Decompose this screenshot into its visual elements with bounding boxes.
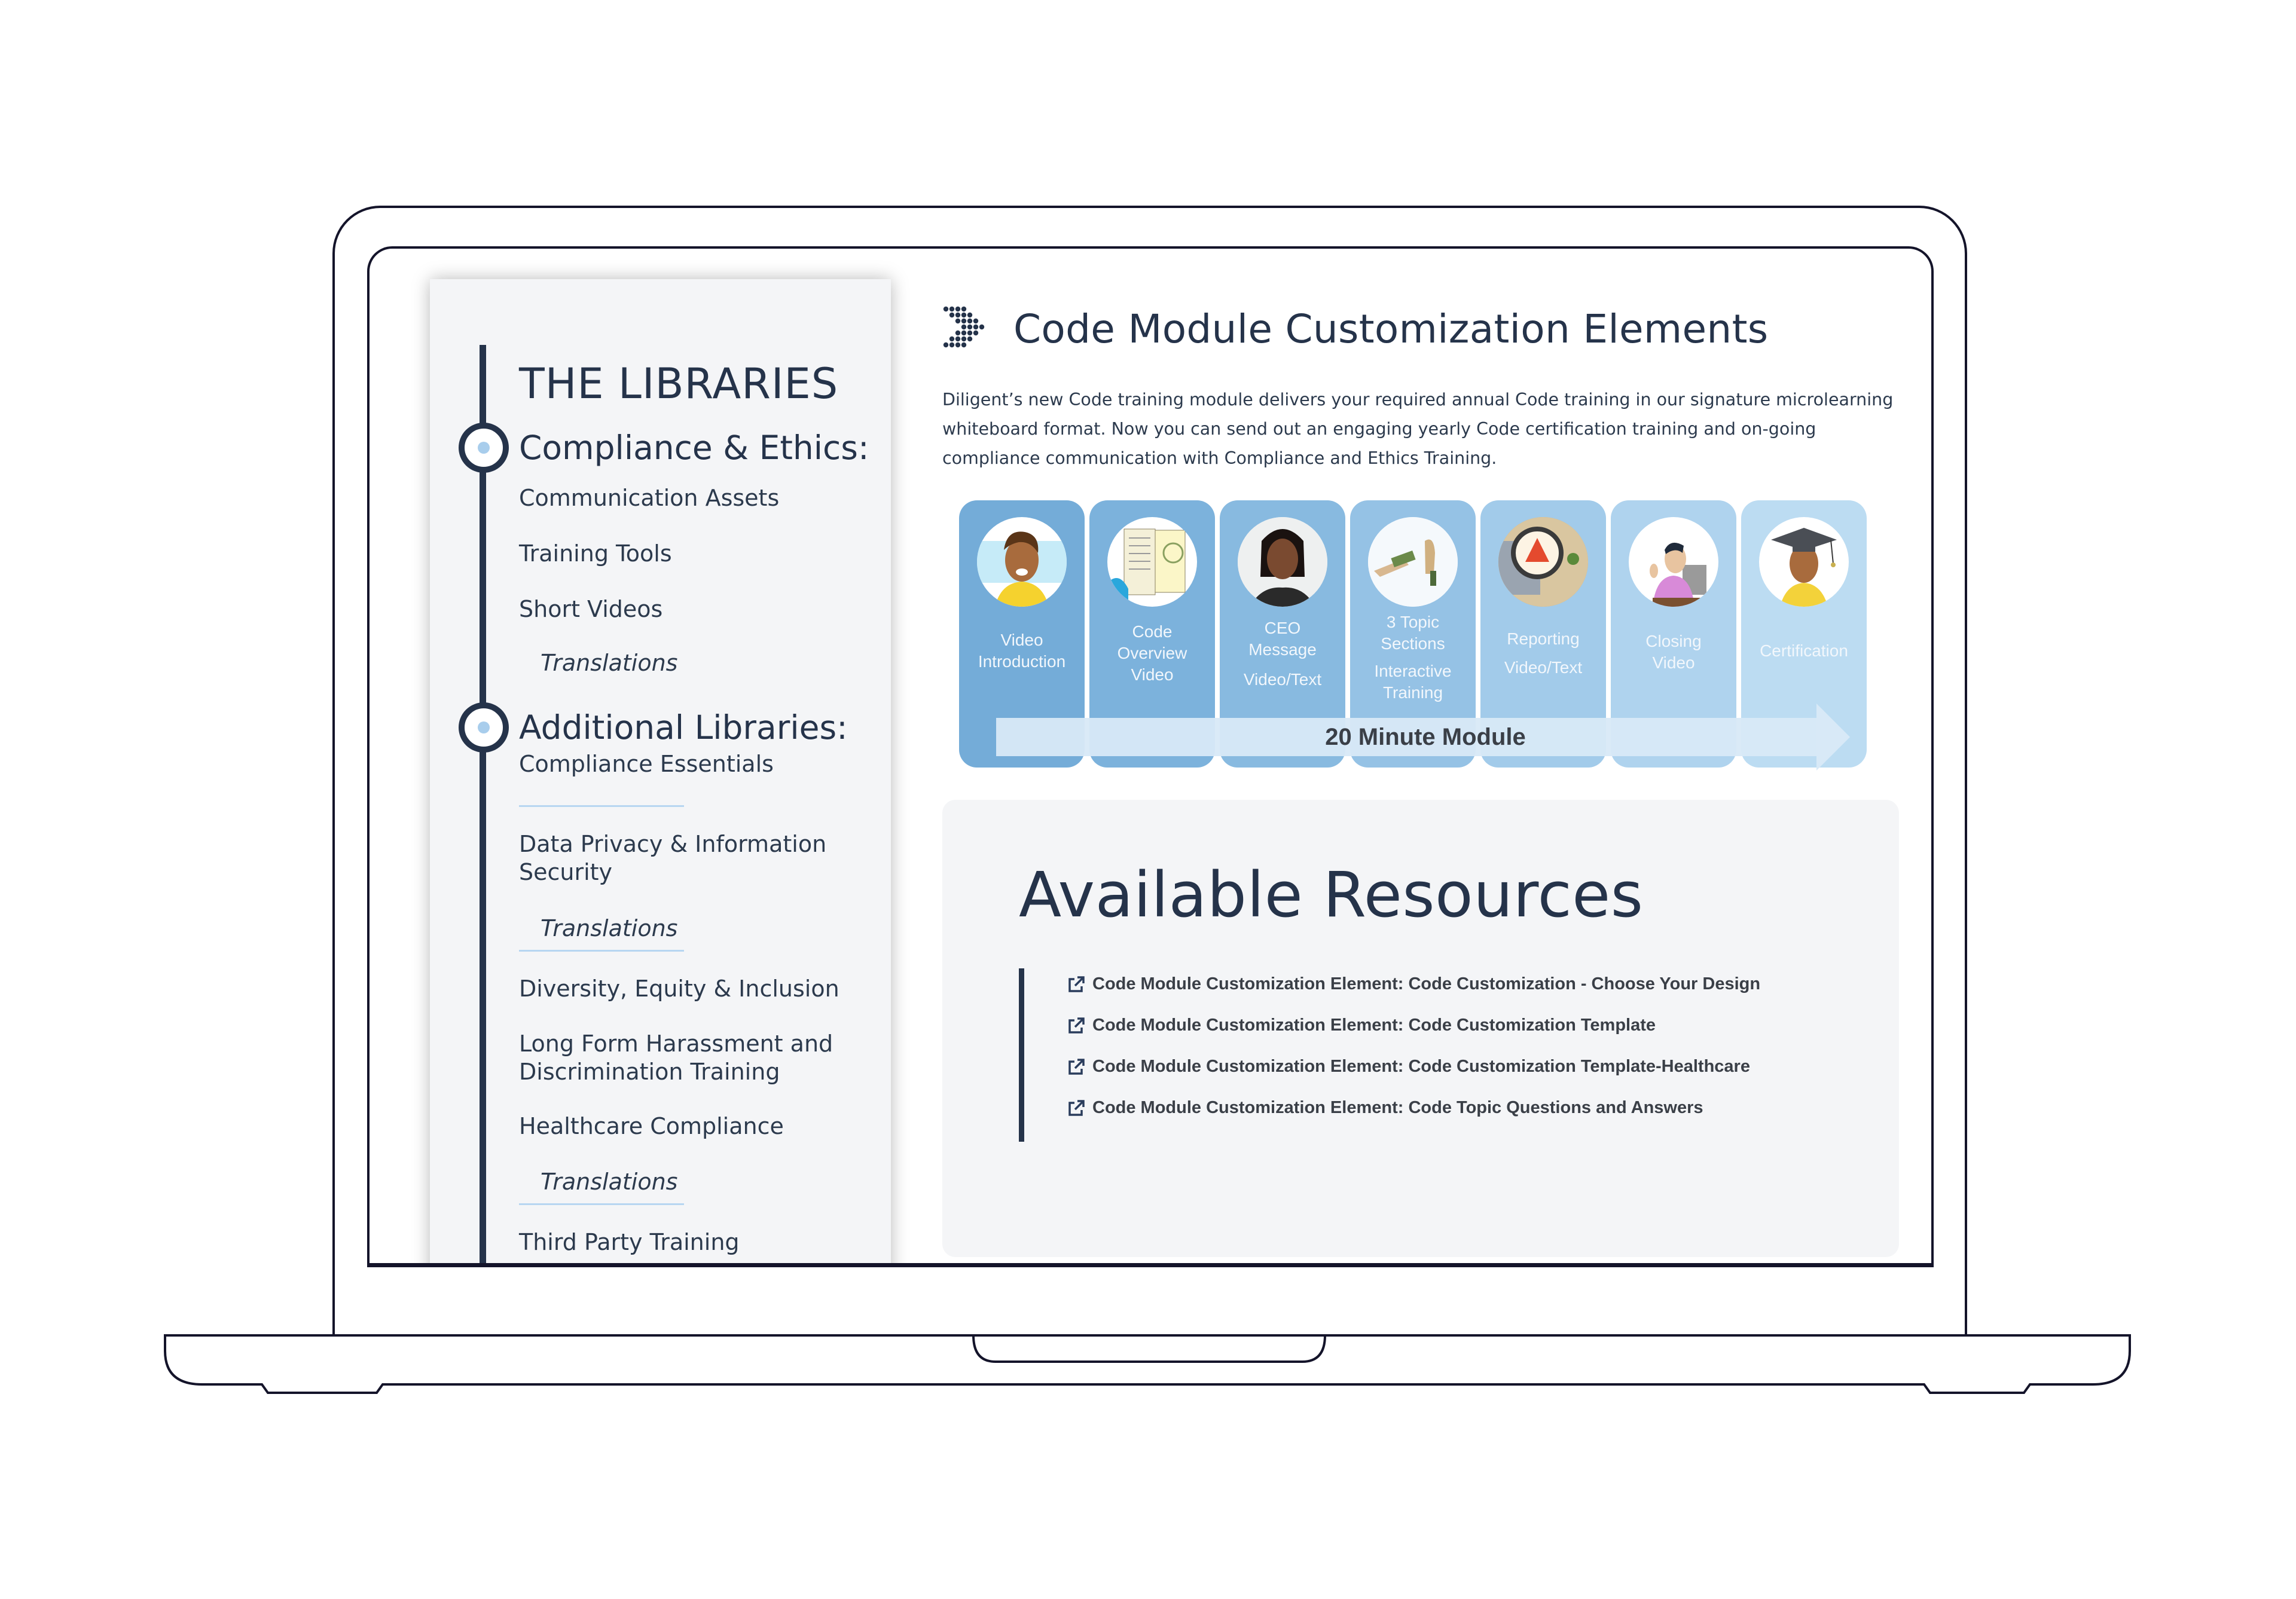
sidebar-item-third-party-training[interactable]: Third Party Training bbox=[519, 1229, 740, 1255]
timeline-line bbox=[480, 345, 486, 1263]
divider bbox=[519, 805, 684, 807]
divider bbox=[519, 950, 684, 952]
sidebar-item-healthcare-compliance[interactable]: Healthcare Compliance bbox=[519, 1113, 784, 1139]
sidebar-item-short-videos[interactable]: Short Videos bbox=[519, 596, 663, 622]
smiling-man-avatar-icon bbox=[977, 517, 1067, 607]
arrow-right-icon bbox=[1816, 704, 1850, 771]
external-link-icon bbox=[1068, 1099, 1085, 1116]
graduate-avatar-icon bbox=[1759, 517, 1849, 607]
sidebar-item-data-privacy[interactable]: Data Privacy & Information Security bbox=[519, 831, 827, 885]
sidebar-title: THE LIBRARIES bbox=[519, 359, 839, 408]
laptop-lid-frame bbox=[332, 206, 1967, 1341]
external-link-icon bbox=[1068, 1017, 1085, 1034]
external-link-icon bbox=[1068, 1058, 1085, 1075]
resources-heading: Available Resources bbox=[1019, 858, 1644, 931]
resource-link-customization-template[interactable]: Code Module Customization Element: Code … bbox=[1067, 1016, 1656, 1035]
libraries-sidebar: THE LIBRARIES Compliance & Ethics: Commu… bbox=[430, 279, 891, 1263]
divider bbox=[519, 1203, 684, 1205]
sidebar-item-long-form-harassment[interactable]: Long Form Harassment and Discrimination … bbox=[519, 1031, 833, 1085]
magnifier-warning-avatar-icon bbox=[1498, 517, 1588, 607]
resource-link-topic-questions[interactable]: Code Module Customization Element: Code … bbox=[1067, 1098, 1703, 1118]
code-book-avatar-icon bbox=[1107, 517, 1197, 607]
sidebar-item-training-tools[interactable]: Training Tools bbox=[519, 540, 672, 567]
laptop-screen: THE LIBRARIES Compliance & Ethics: Commu… bbox=[367, 246, 1934, 1267]
timeline-node-icon bbox=[459, 423, 509, 473]
timeline-node-icon bbox=[459, 702, 509, 753]
sidebar-item-compliance-essentials[interactable]: Compliance Essentials bbox=[519, 751, 774, 777]
module-description: Diligent’s new Code training module deli… bbox=[942, 390, 1894, 468]
ceo-woman-avatar-icon bbox=[1238, 517, 1327, 607]
section-heading-compliance-ethics: Compliance & Ethics: bbox=[519, 429, 869, 467]
section-heading-additional-libraries: Additional Libraries: bbox=[519, 708, 848, 747]
module-timeline-bar bbox=[996, 718, 1816, 756]
module-duration-label: 20 Minute Module bbox=[1325, 724, 1526, 750]
resources-accent-bar bbox=[1019, 968, 1024, 1142]
sidebar-item-translations[interactable]: Translations bbox=[541, 650, 678, 676]
page-title: Code Module Customization Elements bbox=[1013, 306, 1769, 352]
handshake-refuse-avatar-icon bbox=[1368, 517, 1458, 607]
sidebar-item-communication-assets[interactable]: Communication Assets bbox=[519, 485, 780, 511]
resource-link-choose-your-design[interactable]: Code Module Customization Element: Code … bbox=[1067, 974, 1760, 994]
available-resources-panel: Available Resources Code Module Customiz… bbox=[942, 800, 1899, 1257]
module-step-label: Certification bbox=[1760, 641, 1848, 660]
sidebar-item-translations[interactable]: Translations bbox=[541, 915, 678, 941]
sidebar-item-diversity-equity-inclusion[interactable]: Diversity, Equity & Inclusion bbox=[519, 976, 839, 1002]
sidebar-item-translations[interactable]: Translations bbox=[541, 1169, 678, 1195]
external-link-icon bbox=[1068, 976, 1085, 992]
waving-man-avatar-icon bbox=[1629, 517, 1718, 607]
dotted-chevron-logo-icon bbox=[943, 306, 985, 348]
resource-link-template-healthcare[interactable]: Code Module Customization Element: Code … bbox=[1067, 1057, 1750, 1077]
